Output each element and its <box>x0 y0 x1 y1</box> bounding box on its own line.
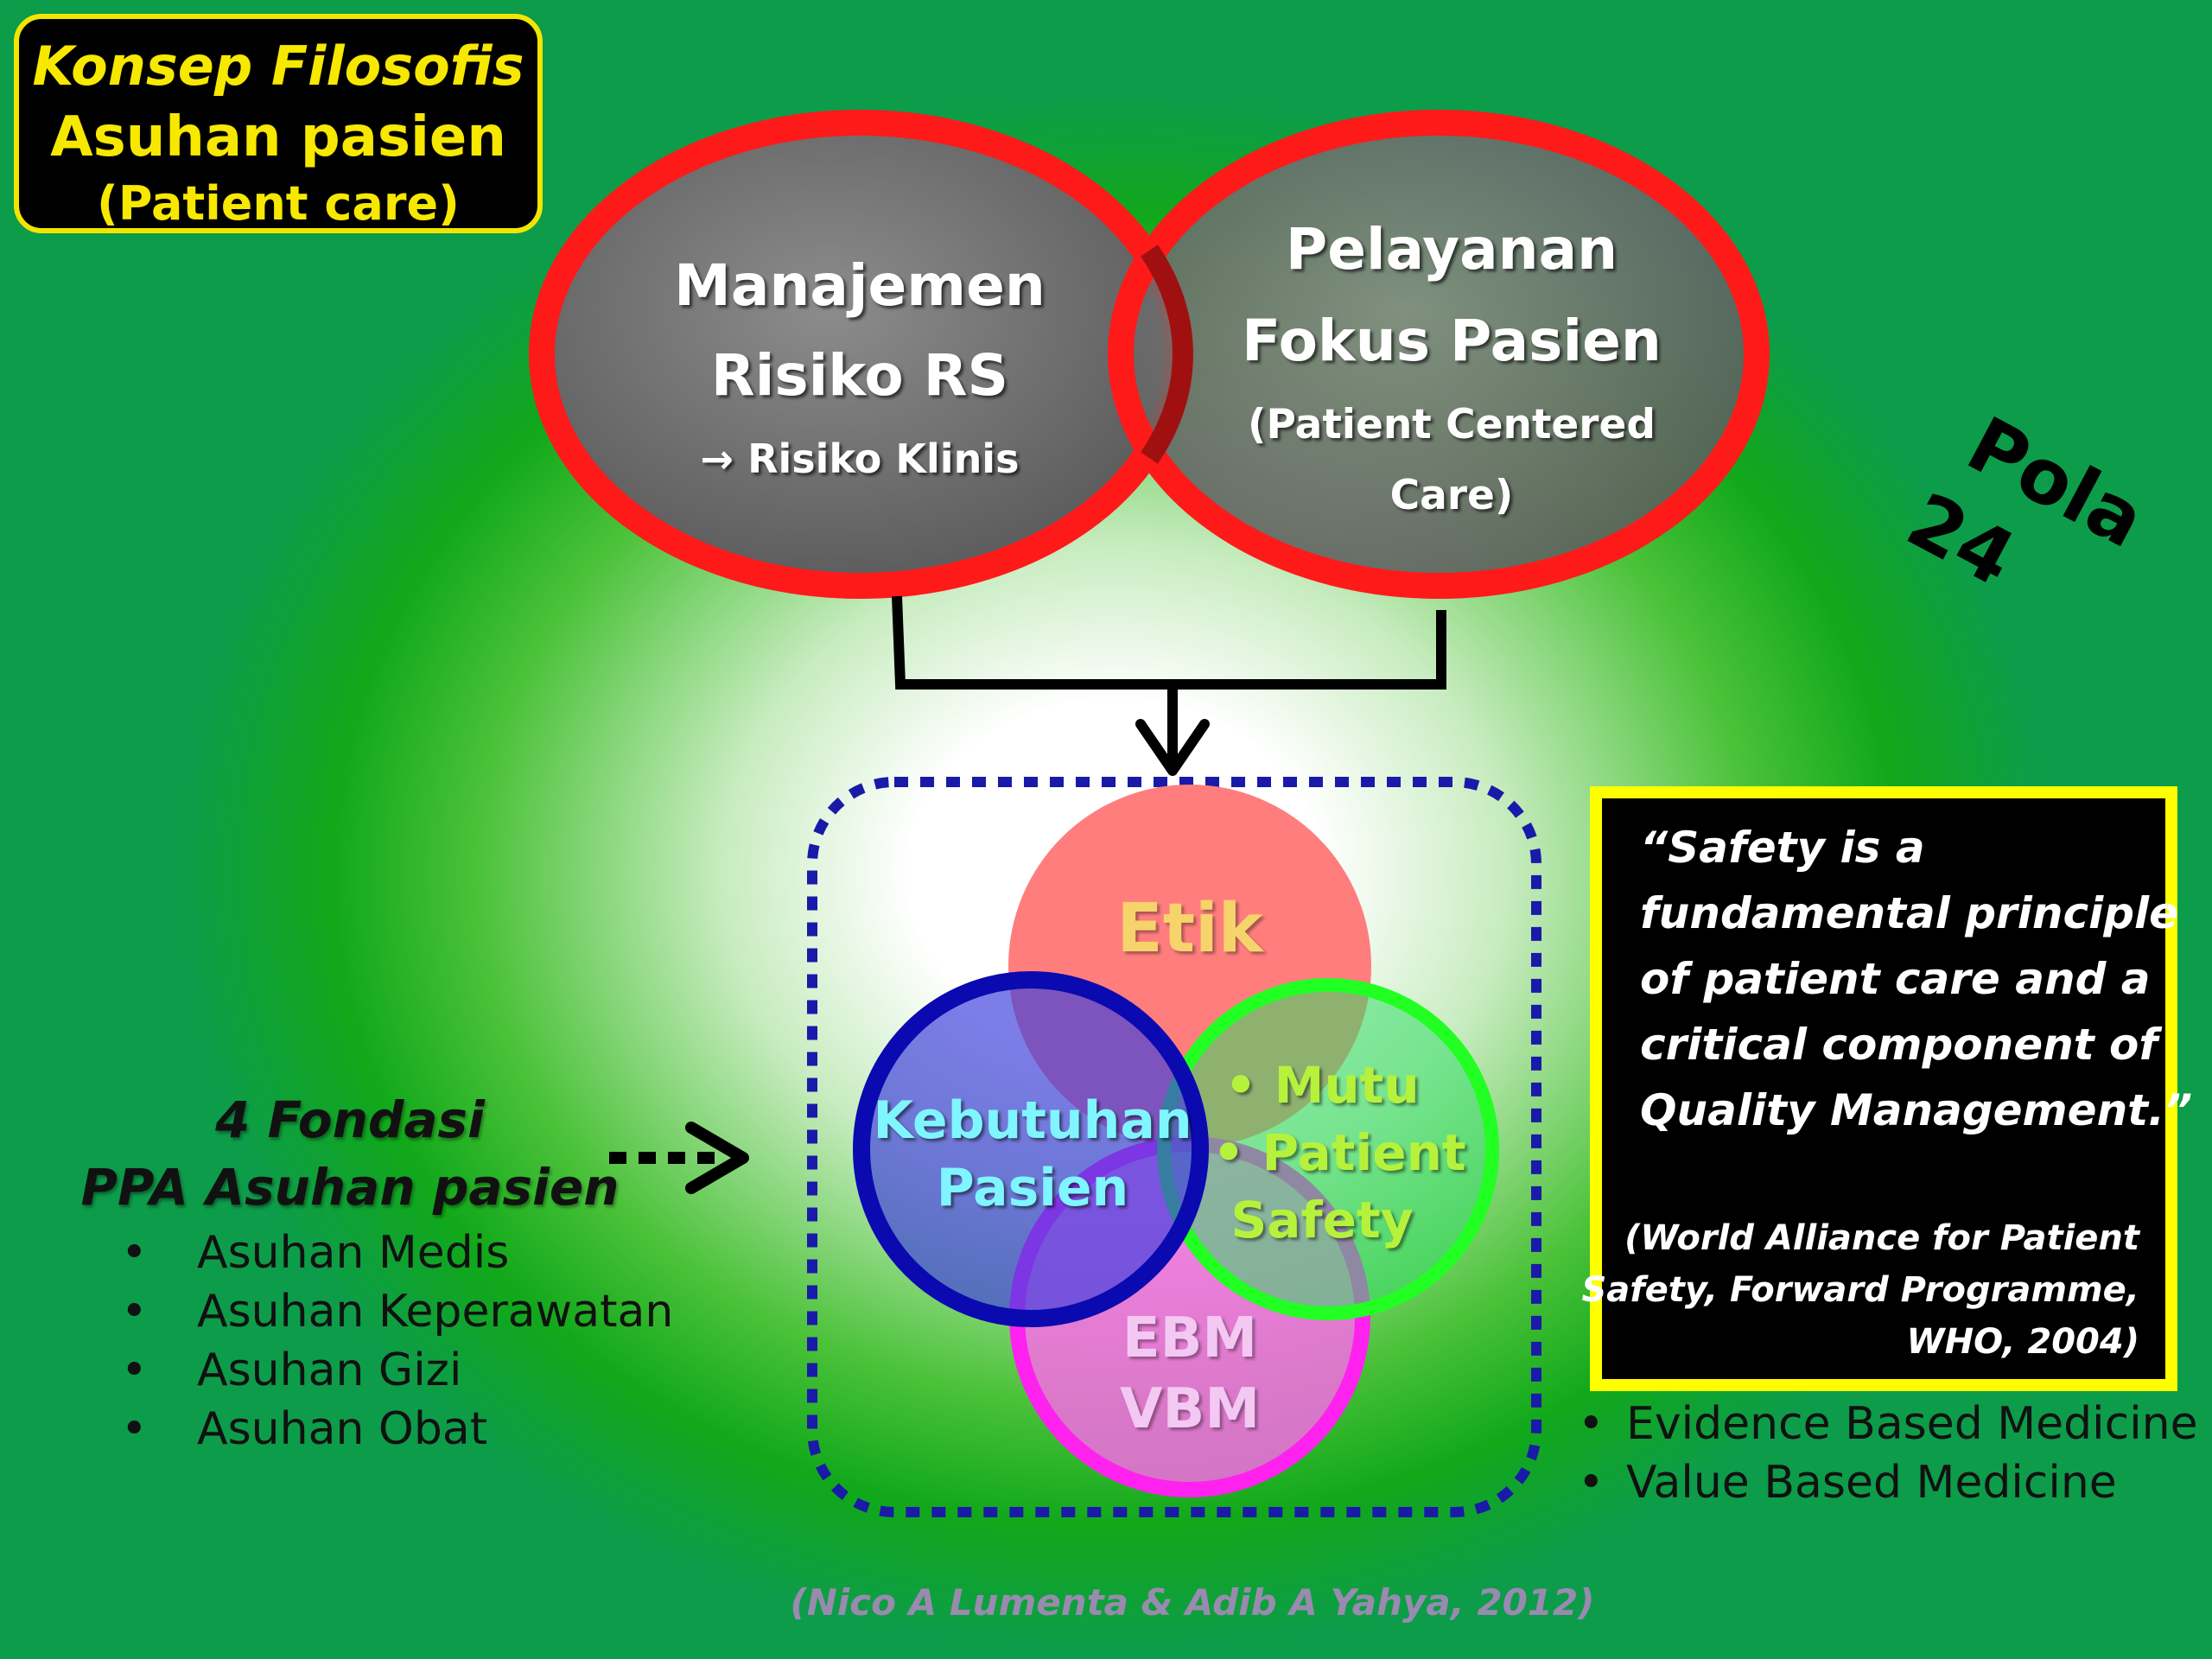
circle-kebutuhan <box>853 971 1209 1327</box>
fondasi-heading1: 4 Fondasi <box>215 1090 485 1149</box>
fondasi-arrow-head <box>685 1122 749 1194</box>
quote-line: Quality Management.” <box>1640 1085 2193 1135</box>
right-ellipse-line4: Care) <box>1389 472 1514 519</box>
fondasi-heading2: PPA Asuhan pasien <box>80 1158 620 1217</box>
quote-line: of patient care and a <box>1640 954 2151 1004</box>
right-ellipse-line2: Fokus Pasien <box>1242 308 1662 374</box>
ebm-line1: EBM <box>1122 1306 1258 1370</box>
left-ellipse-line3: → Risiko Klinis <box>700 435 1020 482</box>
mutu-line2: • Patient <box>1212 1123 1466 1182</box>
mutu-line3: Safety <box>1230 1191 1414 1249</box>
overlap-arc <box>1141 245 1193 464</box>
etik-label: Etik <box>1116 890 1263 968</box>
quote-box: “Safety is a fundamental principle of pa… <box>1581 786 2192 1391</box>
credit-text: (Nico A Lumenta & Adib A Yahya, 2012) <box>790 1581 1595 1624</box>
left-ellipse-line1: Manajemen <box>674 252 1046 319</box>
left-ellipse-line2: Risiko RS <box>710 342 1009 409</box>
right-ellipse <box>1108 110 1770 599</box>
title-line1: Konsep Filosofis <box>32 35 524 98</box>
title-line3: (Patient care) <box>97 176 460 231</box>
right-ellipse-line1: Pelayanan <box>1285 216 1618 283</box>
quote-source-line: Safety, Forward Programme, <box>1581 1270 2139 1310</box>
quote-line: fundamental principle <box>1640 888 2179 938</box>
quote-source-line: (World Alliance for Patient <box>1624 1218 2139 1258</box>
foundation-frame <box>807 777 1541 1517</box>
quote-line: “Safety is a <box>1640 823 1925 873</box>
connector-down-arrow <box>1135 679 1210 776</box>
title-box: Konsep Filosofis Asuhan pasien (Patient … <box>14 14 543 233</box>
ebm-line2: VBM <box>1120 1377 1260 1441</box>
mutu-line1: • Mutu <box>1224 1056 1420 1115</box>
title-line2: Asuhan pasien <box>50 105 506 169</box>
quote-source-line: WHO, 2004) <box>1906 1322 2139 1362</box>
connector-bracket <box>892 595 1446 690</box>
kebutuhan-line1: Kebutuhan <box>873 1090 1192 1151</box>
kebutuhan-line2: Pasien <box>936 1158 1129 1218</box>
right-ellipse-line3: (Patient Centered <box>1248 401 1656 448</box>
quote-line: critical component of <box>1640 1020 2158 1070</box>
